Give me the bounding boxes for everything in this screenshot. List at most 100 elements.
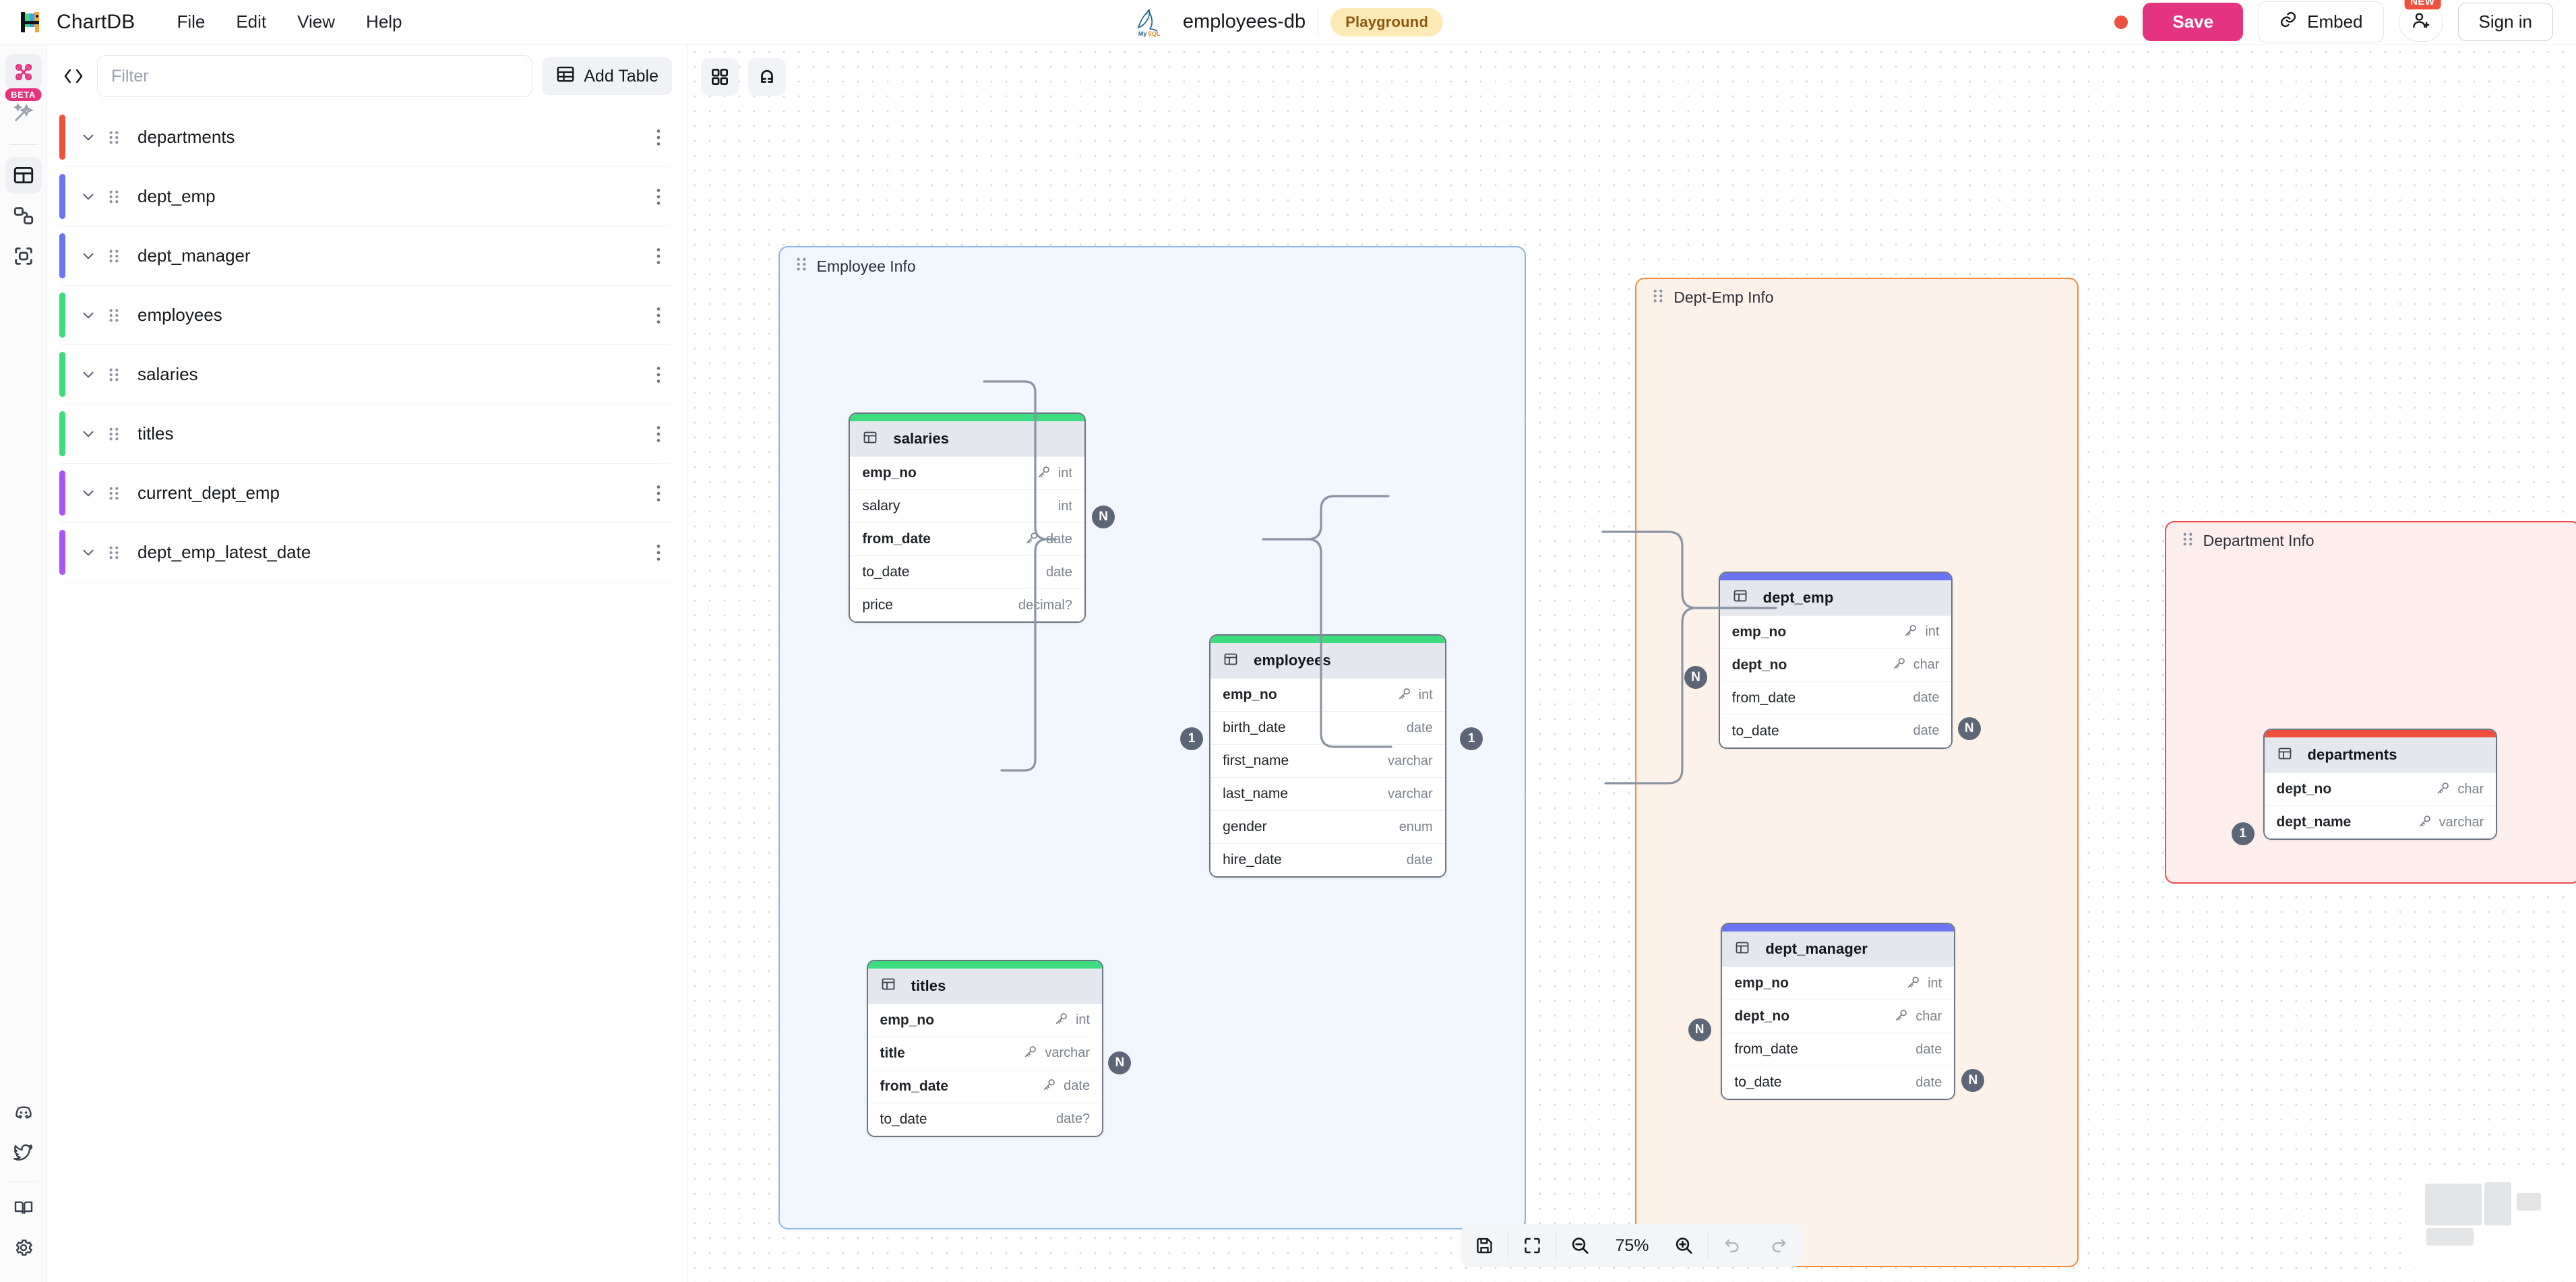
drag-handle-icon[interactable] — [106, 129, 121, 146]
diagrams-icon[interactable] — [5, 54, 42, 90]
drag-handle-icon[interactable] — [106, 425, 121, 443]
table-menu-icon[interactable] — [645, 483, 672, 503]
chevron-down-icon[interactable] — [80, 188, 97, 206]
table-node-header[interactable]: dept_emp — [1719, 580, 1952, 615]
drag-handle-icon[interactable] — [2181, 530, 2195, 552]
chevron-down-icon[interactable] — [80, 544, 97, 561]
relationships-icon[interactable] — [5, 197, 42, 234]
table-menu-icon[interactable] — [645, 365, 672, 385]
table-menu-icon[interactable] — [645, 424, 672, 444]
add-table-button[interactable]: Add Table — [542, 57, 672, 95]
sidebar-table-dept_emp_latest_date[interactable]: dept_emp_latest_date — [59, 523, 672, 582]
redo-icon[interactable] — [1756, 1224, 1803, 1267]
embed-button[interactable]: Embed — [2258, 1, 2384, 42]
sidebar-table-salaries[interactable]: salaries — [59, 345, 672, 404]
menu-view[interactable]: View — [297, 11, 336, 32]
tables-icon[interactable] — [5, 157, 42, 193]
minimap[interactable] — [2413, 1169, 2565, 1277]
magnet-snap-icon[interactable] — [748, 58, 786, 96]
areas-icon[interactable] — [5, 238, 42, 274]
chevron-down-icon[interactable] — [80, 247, 97, 265]
sidebar-table-employees[interactable]: employees — [59, 286, 672, 345]
table-menu-icon[interactable] — [645, 305, 672, 326]
menu-file[interactable]: File — [177, 11, 206, 32]
filter-input[interactable] — [97, 55, 533, 97]
drag-handle-icon[interactable] — [106, 307, 121, 324]
table-node-header[interactable]: employees — [1210, 643, 1445, 679]
drag-handle-icon[interactable] — [106, 188, 121, 206]
table-node-header[interactable]: salaries — [850, 421, 1084, 457]
magic-wand-icon[interactable]: BETA — [5, 88, 42, 131]
chevron-down-icon[interactable] — [80, 129, 97, 146]
drag-handle-icon[interactable] — [1651, 287, 1665, 309]
table-menu-icon[interactable] — [645, 543, 672, 563]
sidebar-table-departments[interactable]: departments — [59, 108, 672, 167]
table-menu-icon[interactable] — [645, 127, 672, 148]
docs-book-icon[interactable] — [5, 1189, 42, 1225]
undo-icon[interactable] — [1709, 1224, 1756, 1267]
chevron-down-icon[interactable] — [80, 307, 97, 324]
save-button[interactable]: Save — [2143, 3, 2244, 41]
table-node-header[interactable]: dept_manager — [1722, 932, 1955, 967]
settings-gear-icon[interactable] — [5, 1229, 42, 1266]
sidebar-table-dept_manager[interactable]: dept_manager — [59, 226, 672, 286]
drag-handle-icon[interactable] — [106, 485, 121, 502]
zoom-in-icon[interactable] — [1661, 1224, 1708, 1267]
zoom-level-label[interactable]: 75% — [1615, 1235, 1649, 1255]
twitter-icon[interactable] — [5, 1134, 42, 1171]
table-node-header[interactable]: departments — [2264, 737, 2496, 773]
code-view-toggle-icon[interactable] — [59, 62, 88, 90]
table-menu-icon[interactable] — [645, 246, 672, 266]
table-menu-icon[interactable] — [645, 187, 672, 207]
sidebar-table-titles[interactable]: titles — [59, 404, 672, 464]
drag-handle-icon[interactable] — [106, 544, 121, 561]
drag-handle-icon[interactable] — [795, 255, 808, 277]
signin-button[interactable]: Sign in — [2457, 3, 2553, 41]
chevron-down-icon[interactable] — [80, 485, 97, 502]
sidebar-table-dept_emp[interactable]: dept_emp — [59, 167, 672, 226]
area-dept-emp-info[interactable]: Dept-Emp Info — [1635, 277, 2079, 1267]
menu-help[interactable]: Help — [366, 11, 402, 32]
save-diagram-icon[interactable] — [1461, 1224, 1508, 1267]
chevron-down-icon[interactable] — [80, 425, 97, 443]
add-user-button[interactable]: NEW — [2398, 0, 2443, 42]
zoom-out-icon[interactable] — [1557, 1224, 1604, 1267]
table-node-header[interactable]: titles — [867, 968, 1103, 1004]
menu-edit[interactable]: Edit — [236, 11, 267, 32]
sidebar-table-current_dept_emp[interactable]: current_dept_emp — [59, 464, 672, 523]
drag-handle-icon[interactable] — [106, 247, 121, 265]
show-all-icon[interactable] — [701, 58, 739, 96]
